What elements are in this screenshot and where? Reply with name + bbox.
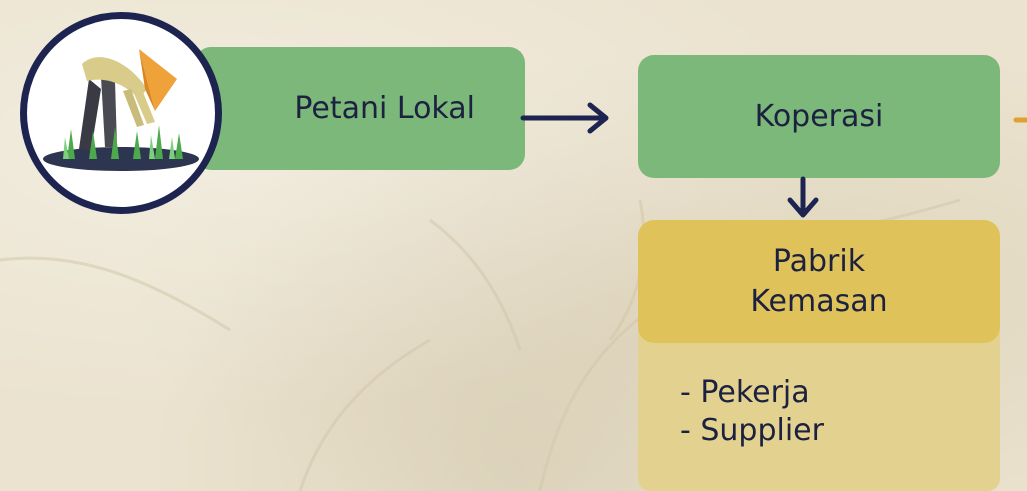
arrow-petani-to-koperasi [520, 102, 609, 134]
node-koperasi-label: Koperasi [754, 98, 884, 134]
detail-item-pekerja: - Pekerja [680, 375, 810, 410]
node-petani-lokal: Petani Lokal [195, 47, 525, 170]
node-pabrik-label-line1: Pabrik [772, 243, 866, 279]
node-pabrik-kemasan: Pabrik Kemasan [638, 220, 1000, 343]
farmer-planting-rice-icon [20, 12, 222, 214]
arrow-koperasi-offscreen [1013, 117, 1027, 123]
pabrik-details-list: - Pekerja - Supplier [680, 374, 824, 450]
node-petani-lokal-label: Petani Lokal [294, 90, 475, 126]
node-koperasi: Koperasi [638, 55, 1000, 178]
node-pabrik-label-line2: Kemasan [750, 283, 888, 319]
arrow-koperasi-to-pabrik [787, 176, 819, 218]
detail-item-supplier: - Supplier [680, 413, 824, 448]
